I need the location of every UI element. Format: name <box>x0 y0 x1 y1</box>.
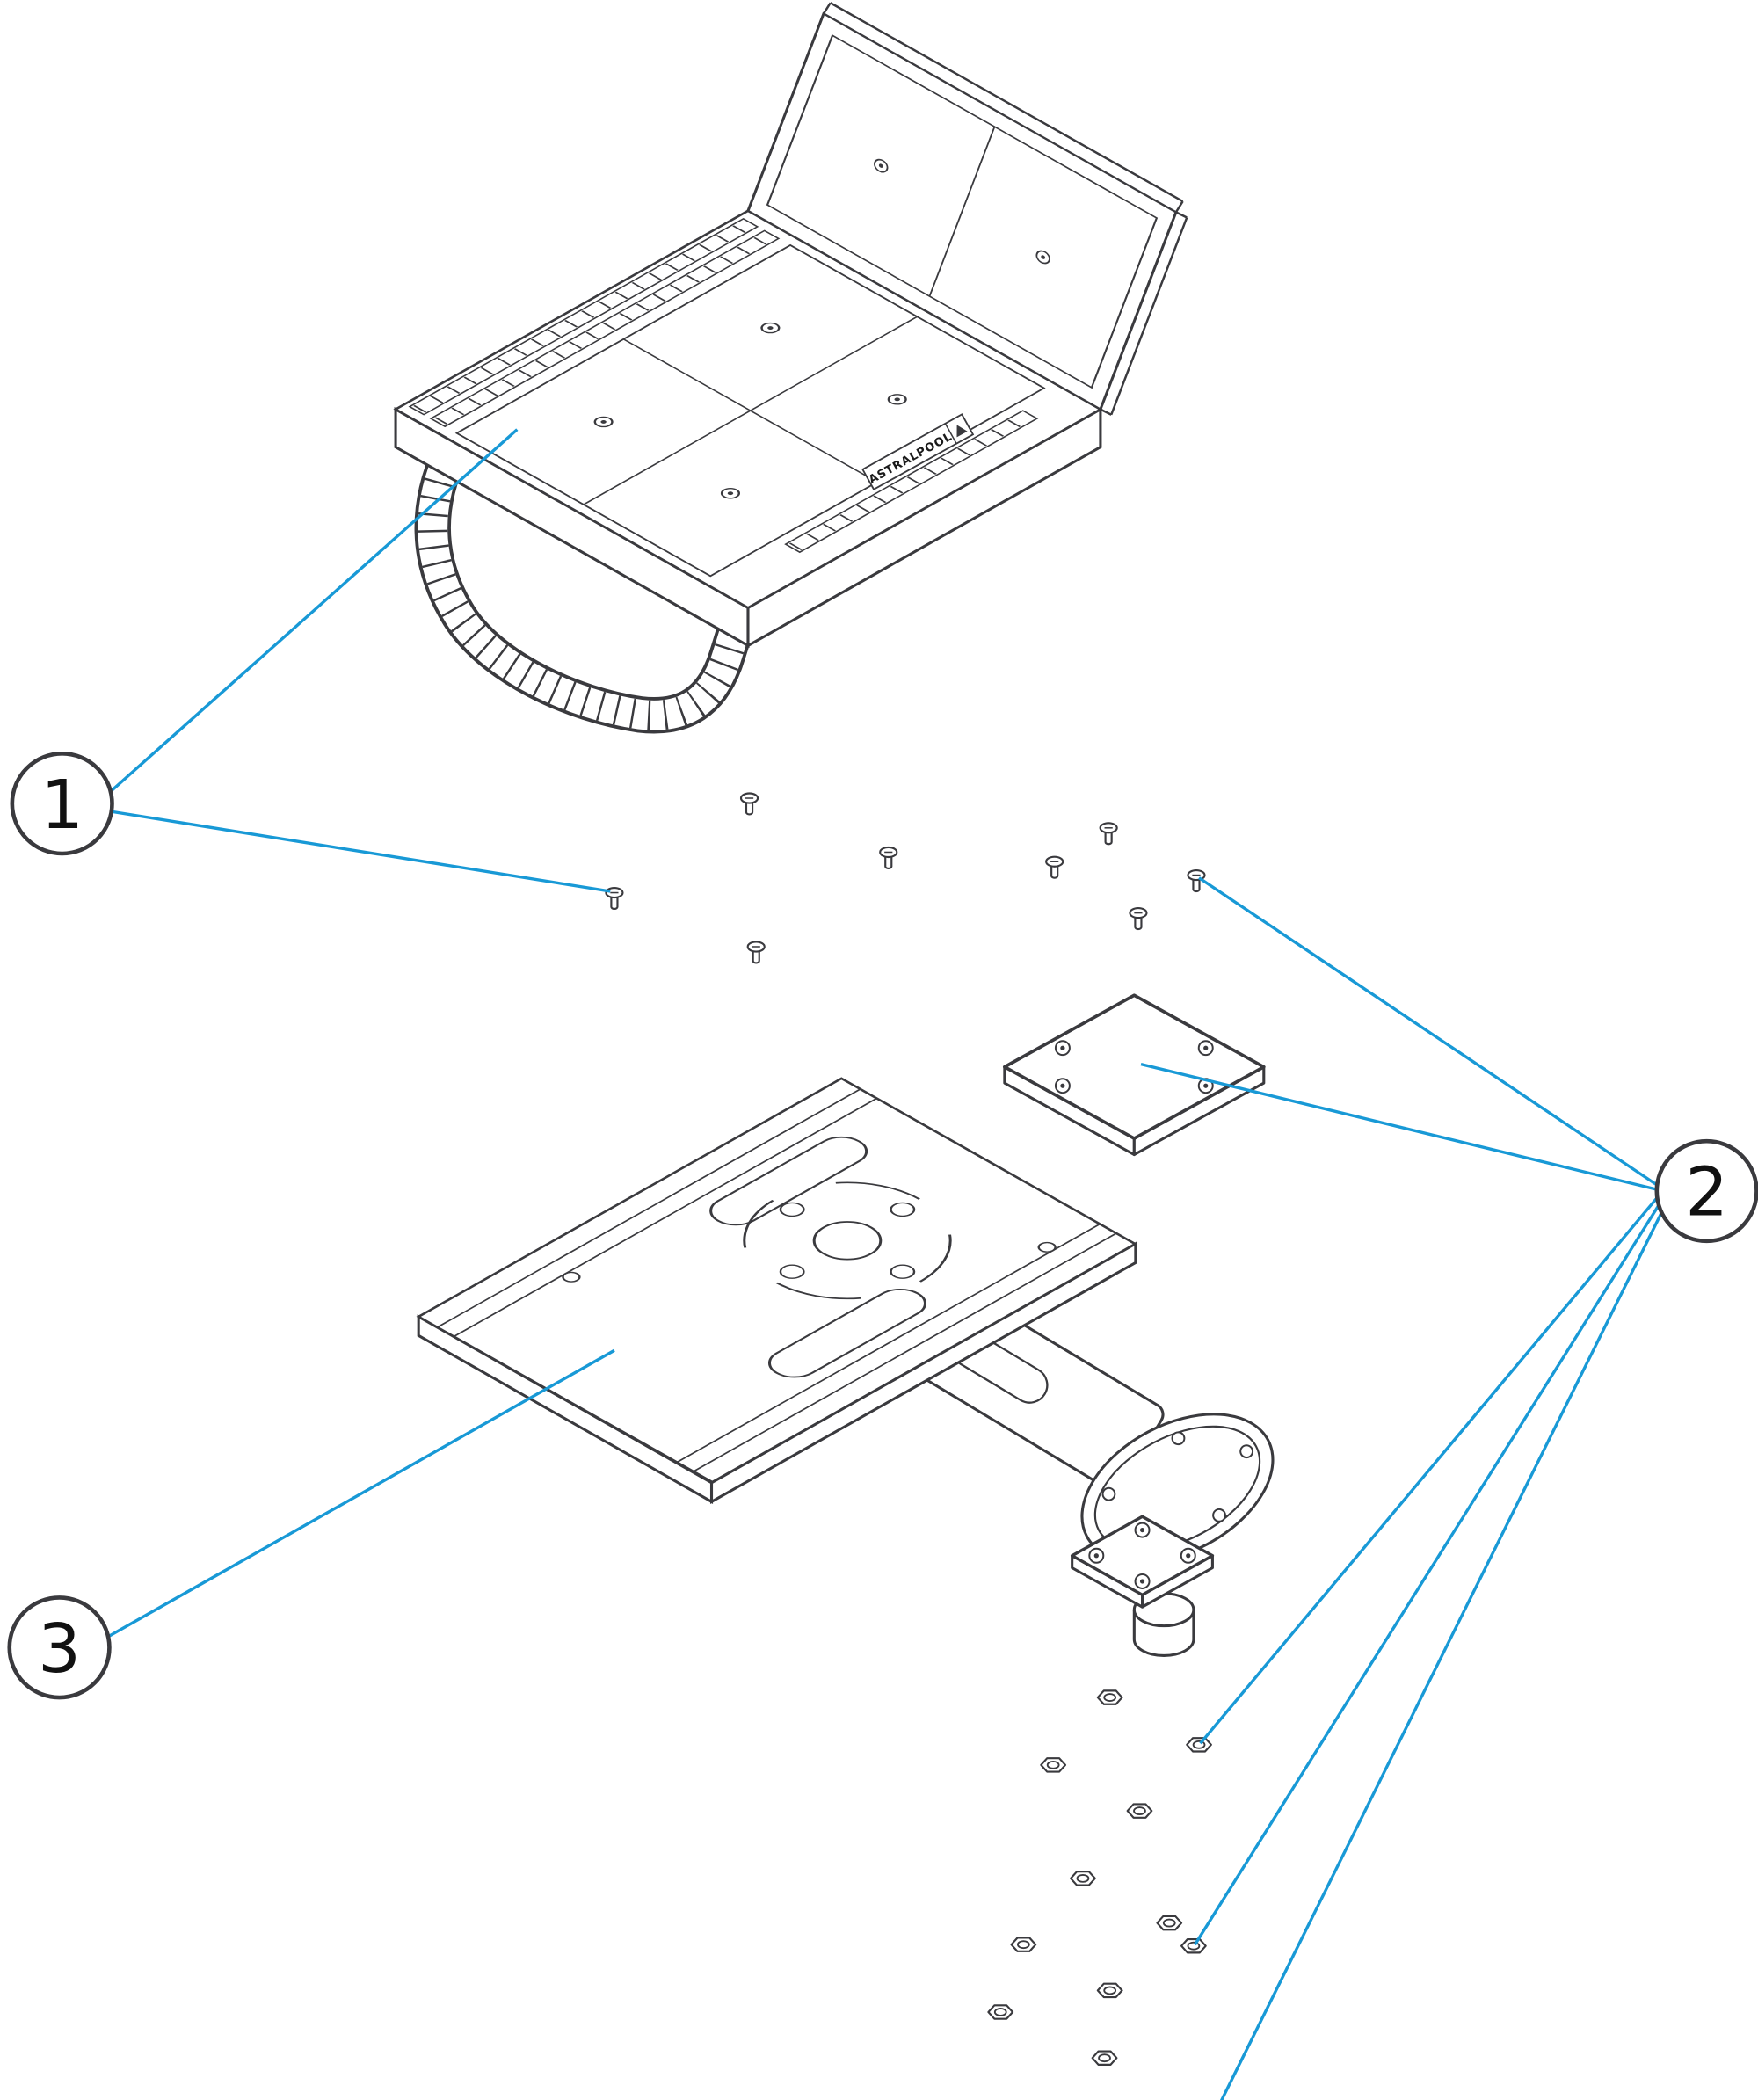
panel-screw-icon <box>1197 1039 1215 1057</box>
leader-lines <box>107 428 1667 2100</box>
leader-line <box>112 810 611 893</box>
leader-line <box>1140 1062 1659 1192</box>
hex-nut <box>1180 1937 1208 1954</box>
hex-nut <box>1126 1802 1153 1820</box>
screw-fastener <box>1044 855 1064 880</box>
callout-2: 2 <box>1654 1138 1758 1244</box>
hex-nut <box>986 2003 1014 2021</box>
fastener-screws <box>604 791 1207 964</box>
callout-3-circle <box>7 1595 112 1700</box>
cover-plate <box>1003 993 1266 1157</box>
brand-logo-icon <box>956 425 968 438</box>
callout-3-label: 3 <box>38 1610 81 1689</box>
plate-slot <box>767 1289 926 1378</box>
leader-line <box>1199 1195 1660 1745</box>
callout-1: 1 <box>10 752 114 856</box>
plate-hole <box>1037 1241 1057 1253</box>
leader-line <box>109 428 519 793</box>
callout-1-label: 1 <box>40 767 84 845</box>
leader-line <box>1219 1205 1667 2100</box>
hex-nut <box>1091 2049 1118 2067</box>
panel-screw-icon <box>1134 1522 1151 1539</box>
screw-fastener <box>746 940 766 964</box>
callout-3: 3 <box>7 1595 112 1700</box>
leader-line <box>1198 876 1660 1188</box>
hex-nut <box>1096 1982 1124 1999</box>
hex-nut <box>1010 1936 1037 1953</box>
hex-nut <box>1039 1756 1067 1774</box>
panel-screw-icon <box>1087 1547 1105 1565</box>
lid-edges <box>822 2 1188 416</box>
tread-strip <box>408 217 781 428</box>
callout-1-circle <box>10 752 114 856</box>
panel-screw-icon <box>1054 1039 1072 1057</box>
tread-strip-right <box>784 410 1039 554</box>
leader-line <box>1194 1201 1662 1946</box>
base-plate <box>416 1077 1138 1484</box>
leader-line <box>107 1348 615 1639</box>
callout-2-label: 2 <box>1685 1154 1728 1232</box>
screw-fastener <box>739 791 759 816</box>
platform-lid <box>746 11 1178 411</box>
handle-ribs <box>418 445 757 730</box>
center-hole-pattern <box>743 1181 952 1300</box>
plate-hole <box>562 1271 581 1283</box>
panel-screw-icon <box>1054 1077 1072 1094</box>
hex-nut <box>1155 1915 1183 1931</box>
panel-screw-icon <box>1180 1547 1197 1565</box>
screw-fastener <box>1128 906 1148 931</box>
plate-slot <box>709 1136 868 1226</box>
panel-screw-icon <box>1134 1573 1151 1590</box>
callout-2-circle <box>1654 1138 1758 1244</box>
caster-cylinder <box>1132 1592 1195 1657</box>
hex-nut <box>1096 1689 1124 1706</box>
handle-bar <box>414 432 761 734</box>
hex-nut <box>1069 1870 1097 1887</box>
flange-plate <box>1070 1515 1215 1609</box>
base-plate-assembly <box>416 1077 1275 1657</box>
screw-fastener <box>1099 821 1119 846</box>
platform-assembly: ASTRALPOOL <box>393 2 1188 734</box>
hex-nut <box>1185 1736 1213 1754</box>
screw-fastener <box>878 846 898 870</box>
hex-nuts <box>986 1689 1213 2067</box>
